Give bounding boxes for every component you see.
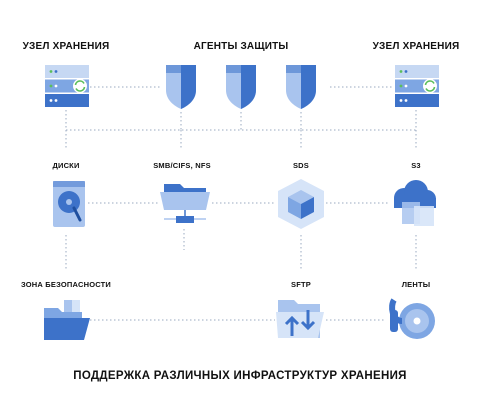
hard-disk-icon	[53, 181, 85, 227]
s3-label: S3	[411, 161, 421, 170]
footer-caption: ПОДДЕРЖКА РАЗЛИЧНЫХ ИНФРАСТРУКТУР ХРАНЕН…	[73, 370, 407, 382]
secure-zone-label: ЗОНА БЕЗОПАСНОСТИ	[20, 280, 112, 289]
server-rack-icon	[395, 65, 439, 107]
protection-agents-label: АГЕНТЫ ЗАЩИТЫ	[193, 41, 289, 52]
cube-hexagon-icon	[278, 179, 324, 229]
shield-icon	[166, 65, 196, 109]
cloud-bucket-icon	[394, 180, 436, 226]
shield-icon	[286, 65, 316, 109]
storage-node-left-label: УЗЕЛ ХРАНЕНИЯ	[22, 41, 110, 52]
secure-folder-icon	[44, 300, 90, 340]
sftp-label: SFTP	[291, 280, 311, 289]
storage-node-right-label: УЗЕЛ ХРАНЕНИЯ	[372, 41, 460, 52]
smb-nfs-label: SMB/CIFS, NFS	[153, 161, 211, 170]
transfer-folder-icon	[276, 300, 324, 338]
tapes-label: ЛЕНТЫ	[401, 280, 431, 289]
server-rack-icon	[45, 65, 89, 107]
tape-reel-icon	[389, 298, 435, 339]
network-folder-icon	[160, 184, 210, 223]
sds-label: SDS	[292, 161, 310, 170]
shield-icon	[226, 65, 256, 109]
disks-label: ДИСКИ	[52, 161, 80, 170]
